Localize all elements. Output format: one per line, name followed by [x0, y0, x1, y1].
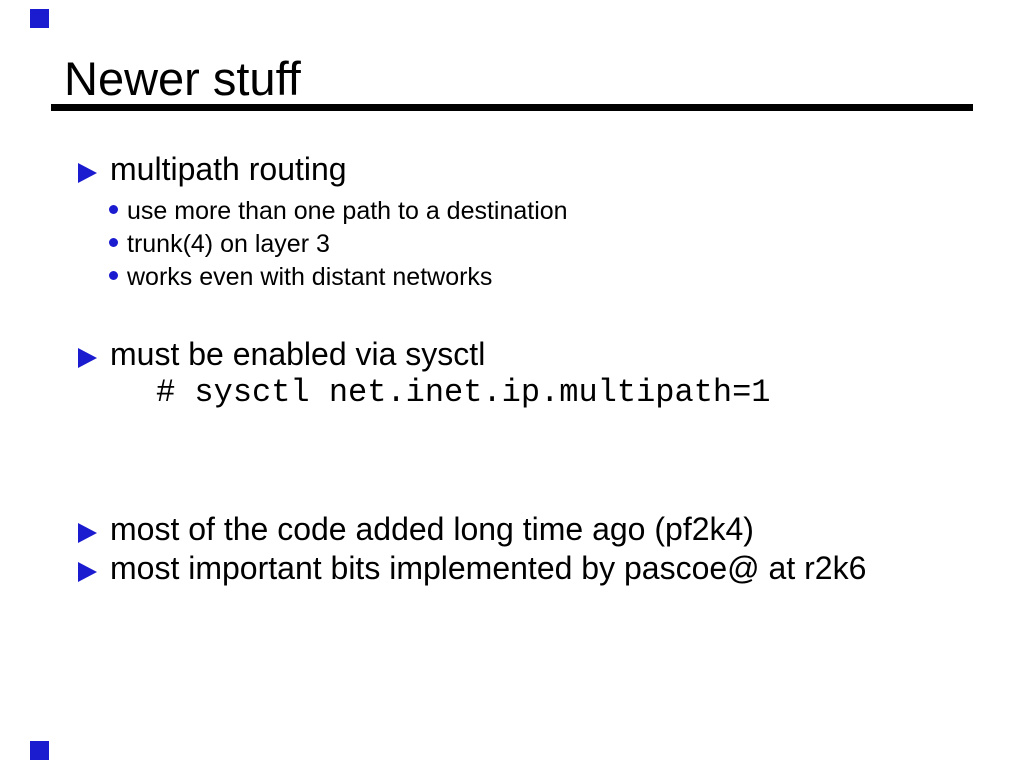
slide-title: Newer stuff [64, 52, 301, 105]
bullet-dot-icon [109, 238, 118, 247]
code-command: # sysctl net.inet.ip.multipath=1 [156, 374, 771, 411]
bullet-label: multipath routing [110, 151, 347, 187]
bullet-item: most important bits implemented by pasco… [0, 549, 866, 588]
bullet-label: most important bits implemented by pasco… [110, 550, 867, 586]
bullet-triangle-icon [78, 562, 97, 582]
bullet-triangle-icon [78, 348, 97, 368]
sub-bullet-item: use more than one path to a destination [0, 196, 568, 226]
bullet-dot-icon [109, 271, 118, 280]
bottom-left-square-decoration [30, 741, 49, 760]
title-underline [51, 104, 973, 111]
bullet-item: must be enabled via sysctl [0, 335, 485, 374]
bullet-item: multipath routing [0, 150, 347, 189]
bullet-item: most of the code added long time ago (pf… [0, 510, 754, 549]
sub-bullet-item: works even with distant networks [0, 262, 492, 292]
bullet-dot-icon [109, 205, 118, 214]
sub-bullet-label: works even with distant networks [127, 263, 493, 291]
sub-bullet-label: trunk(4) on layer 3 [127, 230, 330, 258]
top-left-square-decoration [30, 9, 49, 28]
bullet-triangle-icon [78, 523, 97, 543]
bullet-label: must be enabled via sysctl [110, 336, 486, 372]
bullet-triangle-icon [78, 163, 97, 183]
sub-bullet-item: trunk(4) on layer 3 [0, 229, 330, 259]
sub-bullet-label: use more than one path to a destination [127, 197, 568, 225]
bullet-label: most of the code added long time ago (pf… [110, 511, 754, 547]
